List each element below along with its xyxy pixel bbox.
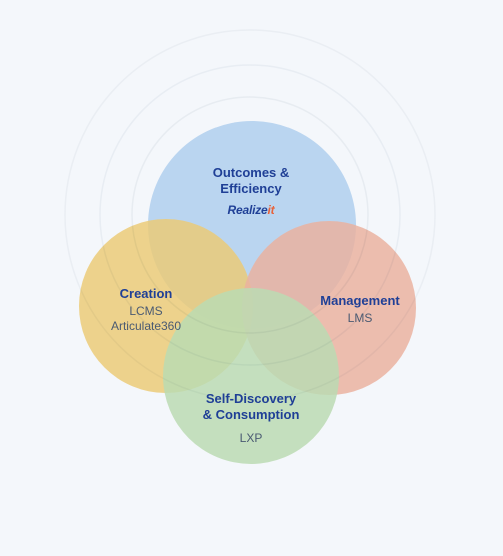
realizeit-logo: Realizeit — [213, 203, 290, 217]
outcomes-title-line2: Efficiency — [220, 181, 282, 196]
creation-title: Creation — [119, 286, 173, 301]
self-discovery-item-lxp: LXP — [239, 431, 263, 445]
outcomes-title-line1: Outcomes & — [212, 165, 290, 180]
creation-item-lcms: LCMS — [129, 304, 163, 318]
creation-item-articulate: Articulate360 — [110, 319, 182, 333]
self-discovery-label: Self-Discovery & Consumption LXP — [203, 391, 300, 446]
circle-self-discovery — [163, 288, 339, 464]
outcomes-label: Outcomes & Efficiency Realizeit — [213, 165, 290, 217]
creation-label: Creation LCMS Articulate360 — [111, 286, 181, 334]
brand-main: Realize — [227, 203, 268, 217]
brand-accent: it — [267, 203, 275, 217]
self-discovery-title-line2: & Consumption — [202, 407, 300, 422]
management-title: Management — [320, 293, 400, 308]
self-discovery-title-line1: Self-Discovery — [205, 391, 297, 406]
management-label: Management LMS — [320, 293, 399, 326]
management-item-lms: LMS — [347, 311, 373, 325]
